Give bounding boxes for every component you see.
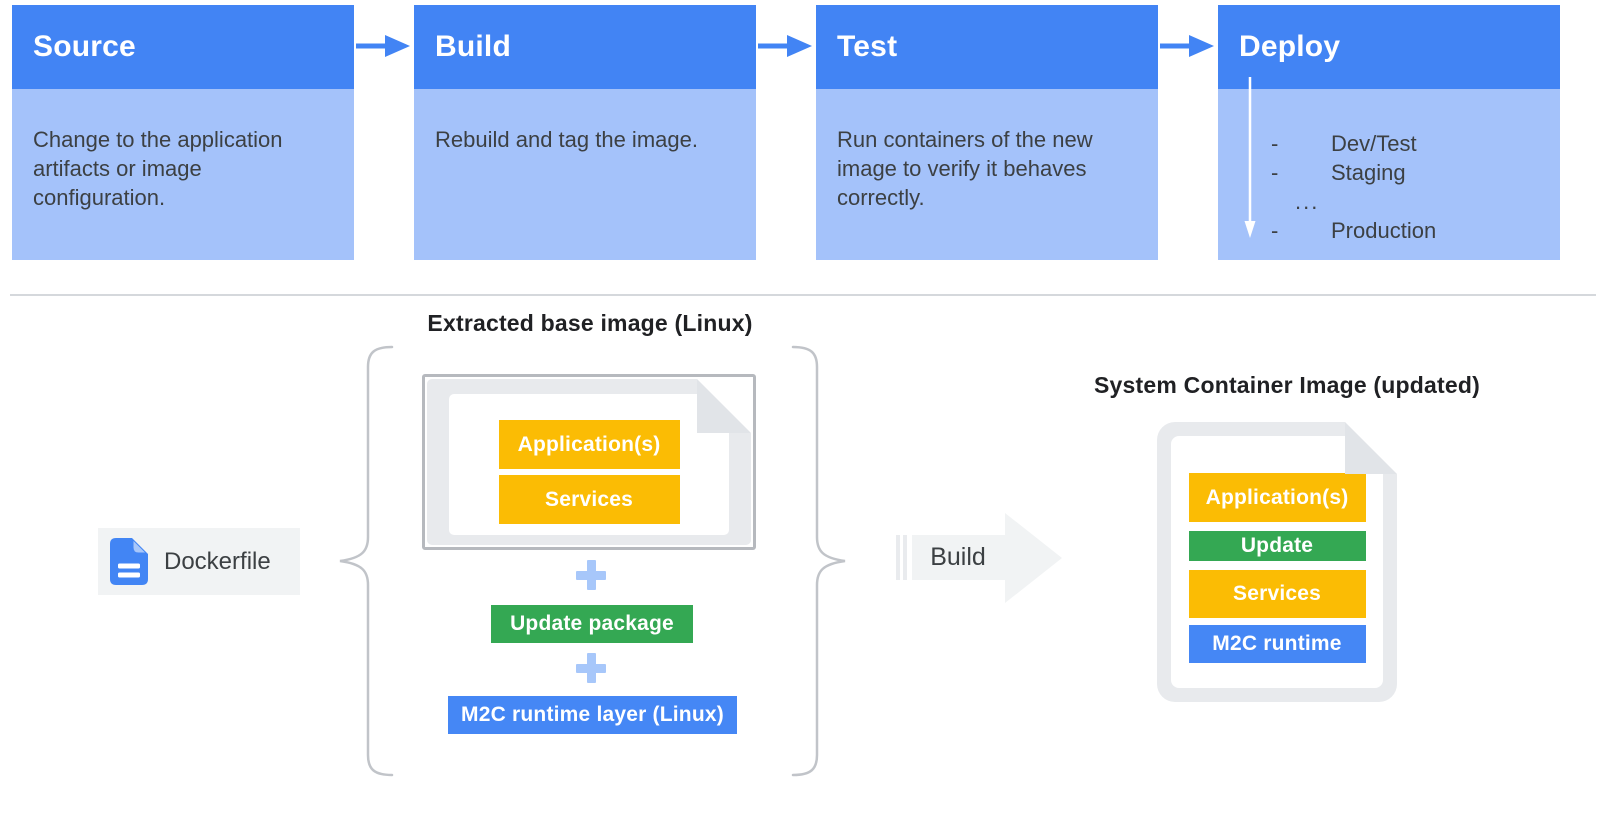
build-arrow-label: Build <box>930 543 986 571</box>
list-bullet: - <box>1271 218 1279 243</box>
deploy-env-staging: Staging <box>1331 160 1406 185</box>
list-bullet: - <box>1271 160 1279 185</box>
deploy-environment-list: - Dev/Test - Staging ... - Production <box>1218 89 1560 245</box>
list-bullet: - <box>1271 131 1279 156</box>
stage-deploy-body: - Dev/Test - Staging ... - Production <box>1218 77 1560 260</box>
system-container-image-document: Application(s) Update Services M2C runti… <box>1157 422 1397 702</box>
dockerfile-label: Dockerfile <box>164 547 271 575</box>
dockerfile-document-icon <box>110 538 148 585</box>
right-curly-brace-icon <box>791 345 846 777</box>
section-divider <box>10 294 1596 296</box>
m2c-runtime-layer-box: M2C runtime layer (Linux) <box>448 696 737 734</box>
document-page: Application(s) Services <box>449 394 729 535</box>
deploy-env-ellipsis: ... <box>1295 189 1320 214</box>
left-curly-brace-icon <box>339 345 394 777</box>
base-image-document: Application(s) Services <box>427 379 751 545</box>
list-item: - Staging <box>1218 158 1560 187</box>
folded-corner-icon <box>697 379 751 433</box>
deploy-env-dev-test: Dev/Test <box>1331 131 1417 156</box>
base-image-title: Extracted base image (Linux) <box>427 310 753 336</box>
stage-source-description: Change to the application artifacts or i… <box>12 89 354 260</box>
list-item: ... <box>1218 187 1560 216</box>
layer-services: Services <box>498 475 680 524</box>
result-image-layers: Application(s) Update Services M2C runti… <box>1171 436 1383 663</box>
stage-build-title: Build <box>414 5 756 89</box>
deploy-env-production: Production <box>1331 218 1437 243</box>
plus-icon <box>576 560 606 590</box>
stage-build-description: Rebuild and tag the image. <box>414 89 756 260</box>
layer-applications: Application(s) <box>498 420 680 469</box>
list-item: - Dev/Test <box>1218 129 1560 158</box>
stage-deploy-title: Deploy <box>1218 5 1560 89</box>
stage-deploy: Deploy - Dev/Test - Staging ... - Productio… <box>1218 5 1560 260</box>
stage-test-title: Test <box>816 5 1158 89</box>
deploy-order-arrow-icon <box>1244 77 1256 238</box>
result-image-title: System Container Image (updated) <box>1094 372 1480 398</box>
layer-services: Services <box>1188 570 1366 618</box>
stage-source-title: Source <box>12 5 354 89</box>
stage-build: Build Rebuild and tag the image. <box>414 5 756 260</box>
list-item: - Production <box>1218 216 1560 245</box>
dockerfile-chip: Dockerfile <box>98 528 300 595</box>
base-image-layers: Application(s) Services <box>449 394 729 524</box>
update-package-box: Update package <box>491 605 693 643</box>
stage-test-description: Run containers of the new image to verif… <box>816 89 1158 260</box>
stage-source: Source Change to the application artifac… <box>12 5 354 260</box>
stage-test: Test Run containers of the new image to … <box>816 5 1158 260</box>
layer-applications: Application(s) <box>1188 473 1366 522</box>
plus-icon <box>576 653 606 683</box>
flow-arrow-icon <box>356 35 410 57</box>
build-arrow-icon <box>896 513 1062 603</box>
extracted-base-image-box: Application(s) Services <box>422 374 756 550</box>
layer-update: Update <box>1188 531 1366 561</box>
folded-corner-icon <box>1345 422 1397 474</box>
flow-arrow-icon <box>758 35 812 57</box>
document-page: Application(s) Update Services M2C runti… <box>1171 436 1383 688</box>
layer-m2c-runtime: M2C runtime <box>1188 625 1366 663</box>
flow-arrow-icon <box>1160 35 1214 57</box>
